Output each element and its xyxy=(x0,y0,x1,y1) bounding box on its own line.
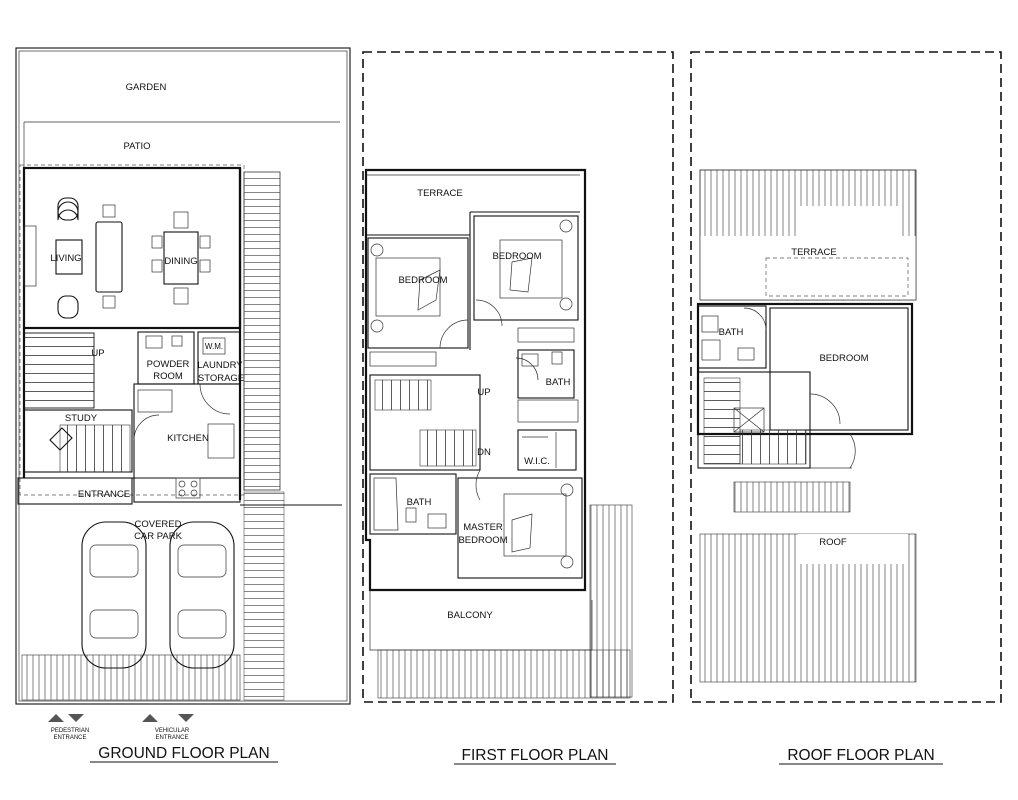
bed-icon xyxy=(375,257,441,317)
roof-plot-boundary xyxy=(690,51,1002,703)
kitchen xyxy=(133,383,241,503)
label-powder-room: POWDER xyxy=(147,359,190,370)
walk-in-closet xyxy=(517,429,577,471)
label-vehicular: VEHICULAR xyxy=(155,728,190,734)
label-bath-b: BATH xyxy=(546,377,571,388)
first-stairs xyxy=(369,374,481,471)
ground-floor-plan: GARDEN PATIO LIVING DINING UP POWDER ROO… xyxy=(15,47,351,763)
title-first-floor: FIRST FLOOR PLAN xyxy=(462,747,609,764)
label-powder-room-2: ROOM xyxy=(153,371,183,382)
ground-plot-boundary xyxy=(15,47,351,705)
label-terrace: TERRACE xyxy=(417,188,462,199)
label-garden: GARDEN xyxy=(126,82,167,93)
car-icon xyxy=(169,521,235,669)
master-bedroom xyxy=(457,477,583,579)
label-roof-bedroom: BEDROOM xyxy=(819,353,868,364)
bathtub-icon xyxy=(517,399,579,423)
label-wic: W.I.C. xyxy=(524,456,550,467)
bed-icon xyxy=(499,239,563,299)
title-ground-floor: GROUND FLOOR PLAN xyxy=(98,745,269,762)
label-vehicular-entrance: ENTRANCE xyxy=(155,735,188,741)
cooktop-icon xyxy=(175,477,201,499)
entrance-arrow-icon xyxy=(48,714,64,722)
armchair-icon xyxy=(57,295,79,319)
wardrobe xyxy=(369,351,437,367)
first-floor-plan: TERRACE BEDROOM BEDROOM UP DN BATH W.I.C… xyxy=(362,51,674,765)
label-balcony: BALCONY xyxy=(447,610,493,621)
entrance-area xyxy=(17,477,133,505)
side-walkway xyxy=(243,171,281,491)
roof-stairs xyxy=(697,371,811,469)
bedroom-a xyxy=(367,237,469,349)
balcony-paving xyxy=(377,649,631,699)
label-living: LIVING xyxy=(50,253,81,264)
label-master: MASTER xyxy=(463,522,503,533)
roof-bath xyxy=(697,305,767,369)
bath-b xyxy=(517,349,575,399)
roof-bedroom xyxy=(769,307,909,431)
roof-floor-plan: TERRACE BATH BEDROOM ROOF ROOF FLOOR PLA… xyxy=(690,51,1002,765)
armchair-icon xyxy=(57,201,79,221)
entrance-arrow-icon xyxy=(178,714,194,722)
car-icon xyxy=(81,521,147,669)
label-storage: STORAGE xyxy=(198,373,244,384)
label-roof: ROOF xyxy=(819,537,847,548)
label-bedroom-b: BEDROOM xyxy=(492,251,541,262)
label-pedestrian: PEDESTRIAN xyxy=(51,728,89,734)
title-roof-floor: ROOF FLOOR PLAN xyxy=(787,747,934,764)
label-master-bedroom: BEDROOM xyxy=(458,535,507,546)
coffee-table-icon xyxy=(55,239,83,275)
label-roof-bath: BATH xyxy=(719,327,744,338)
label-kitchen: KITCHEN xyxy=(167,433,209,444)
label-wm: W.M. xyxy=(205,342,223,351)
label-up: UP xyxy=(477,387,490,398)
bath-a xyxy=(369,473,457,535)
first-plot-boundary xyxy=(362,51,674,703)
label-car-park: CAR PARK xyxy=(134,531,183,542)
entrance-arrow-icon xyxy=(68,714,84,722)
label-covered: COVERED xyxy=(135,519,182,530)
study-chair xyxy=(49,427,73,451)
bed-icon xyxy=(503,493,567,557)
label-patio: PATIO xyxy=(123,141,150,152)
label-entrance: ENTRANCE xyxy=(78,489,130,500)
label-pedestrian-entrance: ENTRANCE xyxy=(53,735,86,741)
car-park-paving xyxy=(21,654,241,701)
entrance-arrow-icon xyxy=(142,714,158,722)
label-dn: DN xyxy=(477,447,491,458)
label-up: UP xyxy=(91,348,104,359)
label-roof-terrace: TERRACE xyxy=(791,247,836,258)
sofa-icon xyxy=(95,221,123,293)
bedroom-b xyxy=(473,215,579,321)
dining-table-icon xyxy=(163,231,199,285)
label-laundry: LAUNDRY xyxy=(197,360,243,371)
ground-stairs xyxy=(23,332,95,409)
label-bedroom-a: BEDROOM xyxy=(398,275,447,286)
wardrobe xyxy=(517,327,575,343)
label-dining: DINING xyxy=(164,256,197,267)
label-bath-a: BATH xyxy=(407,497,432,508)
label-study: STUDY xyxy=(65,413,98,424)
